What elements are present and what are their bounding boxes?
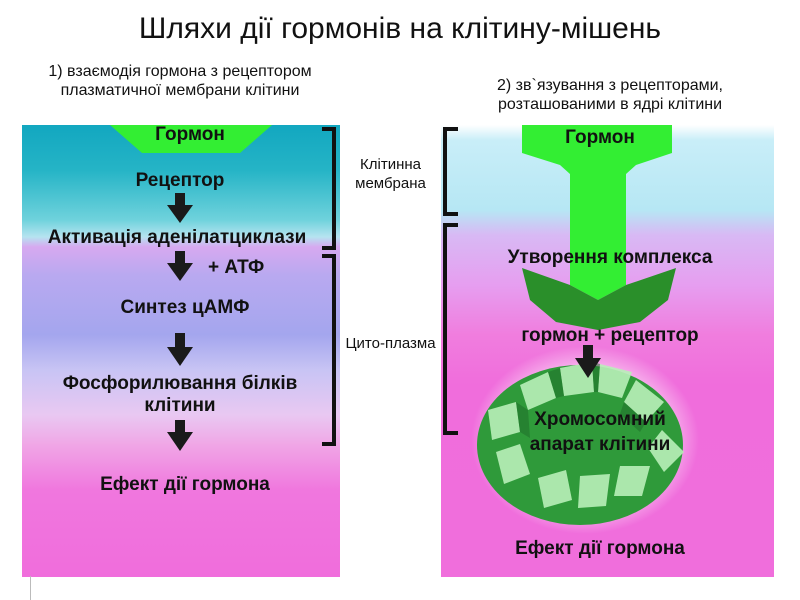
arrow-activation-to-camp [167,251,193,281]
brackets [322,127,458,446]
chromosome-mass [477,362,684,525]
right-hormone-shape [522,125,672,300]
receptor-cup-shape [522,268,676,330]
arrow-complex-to-chromosome [575,345,601,378]
arrow-camp-to-phospho [167,333,193,366]
right-subtitle: 2) зв`язування з рецепторами, розташован… [496,77,723,113]
arrow-phospho-to-effect [167,420,193,451]
phosphorylation-label: Фосфорилювання білків клітини [62,373,298,416]
left-subtitle: 1) взаємодія гормона з рецептором плазма… [48,63,312,99]
left-hormone-shape [110,125,272,153]
cytoplasm-label: Цито-плазма [345,335,436,352]
membrane-label: Клітинна мембрана [355,156,426,192]
right-effect-label: Ефект дії гормона [515,538,685,559]
right-arrows [575,345,601,378]
arrow-receptor-to-activation [167,193,193,223]
left-arrows [167,193,193,451]
complex-formation-label: Утворення комплекса [507,247,713,268]
page-title: Шляхи дії гормонів на клітину-мішень [138,12,662,45]
hormone-receptor-label: гормон + рецептор [521,325,699,346]
camp-synthesis-label: Синтез цАМФ [120,297,250,318]
right-hormone-label: Гормон [565,127,635,148]
atp-label: + АТФ [208,257,265,278]
cytoplasm-bracket-right [443,223,458,435]
membrane-bracket-left [322,127,336,250]
left-effect-label: Ефект дії гормона [100,474,270,495]
chromosome-label: Хромосомний апарат клітини [529,409,671,455]
receptor-label: Рецептор [135,170,225,191]
cytoplasm-bracket-left [322,254,336,446]
divider-line [30,576,31,600]
left-hormone-label: Гормон [155,124,225,145]
activation-label: Активація аденілатциклази [47,227,307,248]
membrane-bracket-right [443,127,458,216]
